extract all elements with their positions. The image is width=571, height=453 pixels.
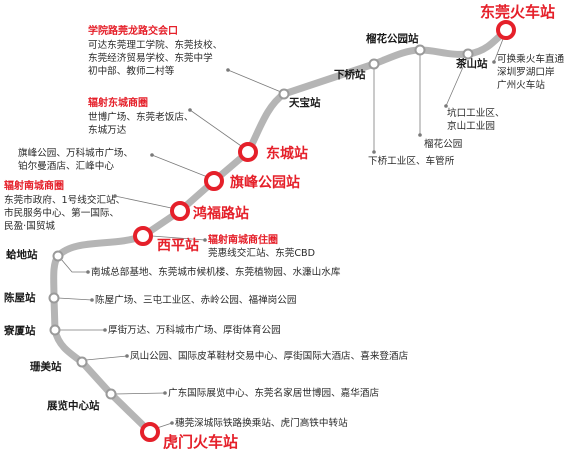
callout-xiping-title: 辐射南城商住圈 [208, 235, 278, 246]
leader-dot [86, 270, 90, 274]
major-stations [133, 20, 516, 442]
leader-humen [156, 422, 173, 429]
leader-dot [203, 238, 207, 242]
leader-dot [492, 60, 496, 64]
station-label-chenwu: 陈屋站 [4, 292, 36, 304]
leader-dot [103, 328, 107, 332]
callout-xiping-line: 莞惠线交汇站、东莞CBD [208, 248, 316, 259]
station-marker-gedi [52, 250, 64, 262]
callout-dongguan-line: 广州火车站 [497, 80, 545, 91]
callout-xiaqiao-line: 下桥工业区、车管所 [368, 156, 455, 167]
station-marker-liuhua [414, 44, 426, 56]
leader-dot [150, 153, 154, 157]
leader-dot [113, 194, 117, 198]
station-label-humen: 虎门火车站 [163, 433, 239, 451]
callout-shanmei-line: 凤山公园、国际皮革鞋材交易中心、厚街国际大酒店、喜来登酒店 [130, 351, 409, 362]
callout-xueyuan-title: 学院路莞龙路交会口 [88, 26, 178, 37]
station-marker-qifeng [204, 171, 224, 191]
callout-dongguan-line: 深圳罗湖口岸 [497, 67, 555, 78]
station-label-zhanlan: 展览中心站 [47, 400, 100, 412]
callout-xueyuan-line: 可达东莞理工学院、东莞技校、 [88, 40, 223, 51]
callout-dongguan-line: 可换乘火车直通 [497, 54, 565, 65]
leader-dongguan [493, 38, 504, 63]
callout-humen-line: 穗莞深城际铁路换乘站、虎门高铁中转站 [175, 418, 348, 429]
station-marker-xiping [133, 226, 153, 246]
leader-lines [57, 38, 504, 429]
leader-xueyuan [227, 69, 282, 93]
callout-nancheng-title: 辐射南城商圈 [4, 181, 64, 192]
station-marker-zhanlan [105, 388, 117, 400]
callout-dongcheng-title: 辐射东城商圈 [88, 98, 148, 109]
leader-dot [226, 68, 230, 72]
station-label-xiaqiao: 下桥站 [334, 69, 366, 81]
callout-nancheng-line: 市民服务中心、第一国际、 [4, 208, 120, 219]
leader-dot [170, 421, 174, 425]
leader-dot [372, 150, 376, 154]
station-label-gedi: 蛤地站 [6, 249, 38, 261]
station-marker-shanmei [76, 356, 88, 368]
station-marker-dongcheng [238, 142, 258, 162]
callout-xueyuan-line: 东莞经济贸易学校、东莞中学 [88, 53, 213, 64]
callout-liaoxia-line: 厚街万达、万科城市广场、厚街体育公园 [108, 325, 281, 336]
minor-stations [48, 44, 474, 400]
leader-dot [188, 108, 192, 112]
leader-shanmei [85, 355, 128, 361]
station-marker-humen [140, 422, 160, 442]
leader-dot [418, 133, 422, 137]
station-label-xiping: 西平站 [157, 238, 199, 254]
station-marker-xiaqiao [368, 58, 380, 70]
leader-gedi [60, 258, 88, 273]
callout-chenwu-line: 陈屋广场、三屯工业区、赤岭公园、福禅岗公园 [95, 295, 297, 306]
leader-dot [163, 391, 167, 395]
callout-xueyuan-line: 初中部、教师二村等 [88, 66, 175, 77]
callout-nancheng-line: 东莞市政府、1号线交汇站、 [4, 195, 126, 206]
callout-gedi-line: 南城总部基地、东莞城市候机楼、东莞植物园、水濂山水库 [91, 267, 341, 278]
station-label-hongfu: 鸿福路站 [193, 206, 249, 222]
callout-qifeng-line: 铂尔曼酒店、汇峰中心 [18, 161, 114, 172]
leader-dots [86, 60, 496, 425]
leader-dot [90, 298, 94, 302]
callout-qifeng-line: 旗峰公园、万科城市广场、 [18, 148, 134, 159]
station-label-liaoxia: 寮厦站 [4, 325, 36, 337]
leader-chashan [445, 57, 468, 107]
station-label-dongguan: 东莞火车站 [480, 3, 556, 21]
callout-dongcheng-line: 东城万达 [88, 125, 127, 136]
leader-qifeng [151, 154, 211, 179]
station-marker-tianbao [278, 88, 290, 100]
station-marker-chashan [462, 48, 474, 60]
leader-dongcheng [189, 109, 245, 149]
station-label-dongcheng: 东城站 [266, 146, 308, 162]
callout-dongcheng-line: 世博广场、东莞老饭店、 [88, 112, 194, 123]
callout-nancheng-line: 民盈·国贸城 [4, 221, 56, 232]
callout-liuhua-line: 榴花公园 [424, 139, 463, 150]
callout-zhanlan-line: 广东国际展览中心、东莞名家居世博园、嘉华酒店 [168, 388, 380, 399]
station-label-qifeng: 旗峰公园站 [230, 175, 300, 191]
leader-nancheng [114, 195, 177, 210]
station-marker-dongguan [496, 20, 516, 40]
station-marker-hongfu [170, 201, 190, 221]
leader-zhanlan [114, 392, 166, 395]
leader-xiping [151, 235, 206, 241]
leader-chenwu [57, 297, 93, 301]
leader-dot [444, 104, 448, 108]
leader-dot [125, 354, 129, 358]
station-marker-liaoxia [49, 324, 61, 336]
callout-chashan-line: 坑口工业区、 [447, 108, 505, 119]
route-line [50, 26, 510, 436]
station-label-tianbao: 天宝站 [289, 97, 321, 109]
station-marker-chenwu [48, 292, 60, 304]
station-label-chashan: 茶山站 [456, 58, 488, 70]
station-label-liuhua: 榴花公园站 [366, 33, 419, 45]
callout-chashan-line: 京山工业园 [447, 121, 495, 132]
station-label-shanmei: 珊美站 [30, 361, 62, 373]
